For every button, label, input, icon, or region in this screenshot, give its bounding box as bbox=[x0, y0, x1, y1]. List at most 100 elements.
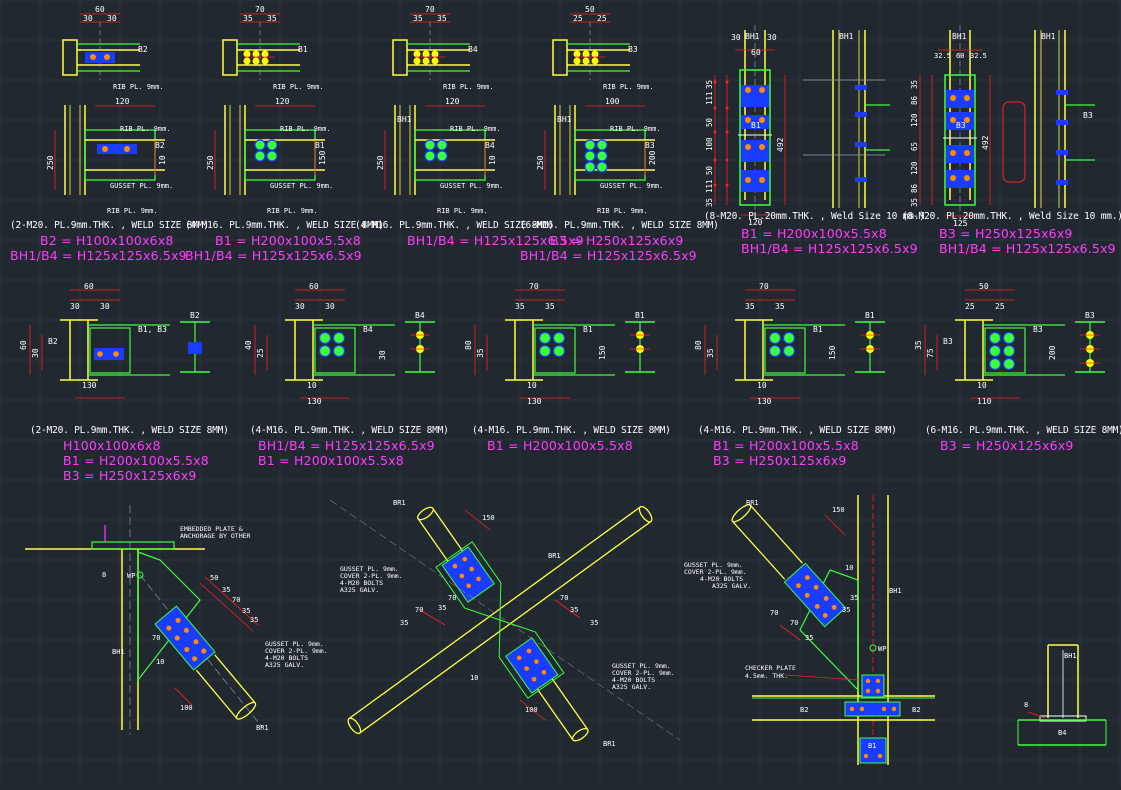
row2-detail-5-dim-side-2: 75 bbox=[926, 348, 935, 358]
row1-detail-4-spec-2: BH1/B4 = H125x125x6.5x9 bbox=[520, 248, 697, 263]
xbrace-dim-4: 35 bbox=[570, 606, 578, 614]
row2-detail-4-spec-2: B3 = H250x125x6x9 bbox=[713, 453, 847, 468]
splice2-top-dim-3: 32.5 bbox=[970, 52, 987, 60]
splice1-top-dim-2: 60 bbox=[751, 48, 761, 57]
row1-detail-4-elev-dim-width: 100 bbox=[605, 97, 620, 106]
colbrace-dim-7: 10 bbox=[845, 564, 853, 572]
row1-detail-3-dim-left: 35 bbox=[413, 14, 423, 23]
row2-detail-2-dim-depth: 30 bbox=[378, 350, 387, 360]
colbrace-dim-3: 70 bbox=[790, 619, 798, 627]
colbrace-dim-1: 150 bbox=[832, 506, 845, 514]
xbrace-gusset-2-line-2: COVER 2-PL. 9mm. bbox=[612, 669, 675, 677]
row2-detail-5-dim-side-1: 35 bbox=[914, 340, 923, 350]
row2-detail-4-dim-side-2: 35 bbox=[706, 348, 715, 358]
xbrace-dim-10: 35 bbox=[438, 604, 446, 612]
row2-detail-5-beam-label-2: B3 bbox=[943, 337, 953, 346]
row2-detail-1-caption: (2-M20. PL.9mm.THK. , WELD SIZE 8MM) bbox=[30, 425, 229, 436]
splice1-side-dim-7: 35 bbox=[705, 198, 714, 207]
splice2-side-dim-4: 65 bbox=[910, 142, 919, 151]
xbrace-gusset-1-line-4: A325 GALV. bbox=[340, 586, 379, 594]
row1-detail-1-spec-1: B2 = H100x100x6x8 bbox=[40, 233, 174, 248]
row1-detail-2-elev-note-1: RIB PL. 9mm. bbox=[280, 125, 331, 133]
row1-detail-3-elev-beam: B4 bbox=[485, 141, 495, 150]
splice1-bottom-dim: 120 bbox=[748, 218, 763, 227]
row2-detail-2-spec-1: BH1/B4 = H125x125x6.5x9 bbox=[258, 438, 435, 453]
row2-detail-1-spec-3: B3 = H250x125x6x9 bbox=[63, 468, 197, 483]
row2-detail-2-dim-top: 60 bbox=[309, 282, 319, 291]
splice1-col-label: BH1 bbox=[745, 32, 760, 41]
embed-col-label: BH1 bbox=[112, 648, 125, 656]
row2-detail-5-dim-depth: 200 bbox=[1048, 345, 1057, 360]
colbrace-brace-label: BR1 bbox=[746, 499, 759, 507]
row1-detail-3-dim-total: 70 bbox=[425, 5, 435, 14]
row2-detail-4-dim-bottom-2: 130 bbox=[757, 397, 772, 406]
row2-detail-3-dim-right: 35 bbox=[545, 302, 555, 311]
xbrace-gusset-2-line-1: GUSSET PL. 9mm. bbox=[612, 662, 671, 670]
row2-detail-1-dim-left: 30 bbox=[70, 302, 80, 311]
xbrace-dim-8: 100 bbox=[525, 706, 538, 714]
colbrace-beam-left: B2 bbox=[800, 706, 808, 714]
row1-detail-2-elev-note-2: GUSSET PL. 9mm. bbox=[270, 182, 333, 190]
row1-detail-4-dim-left: 25 bbox=[573, 14, 583, 23]
row2-detail-3-dim-bottom-1: 10 bbox=[527, 381, 537, 390]
colbrace-gusset-line-3: 4-M20 BOLTS bbox=[700, 575, 743, 583]
row2-detail-4-dim-top: 70 bbox=[759, 282, 769, 291]
row1-detail-2-elev-dim-plate: 150 bbox=[318, 150, 327, 165]
row2-detail-2-dim-bottom-1: 10 bbox=[307, 381, 317, 390]
splice2-side-dim-2: 86 bbox=[910, 95, 919, 105]
splice1-side-dim-2: 111 bbox=[705, 91, 714, 105]
row1-detail-2-dim-total: 70 bbox=[255, 5, 265, 14]
row1-detail-2-spec-2: BH1/B4 = H125x125x6.5x9 bbox=[185, 248, 362, 263]
embed-wp-label: WP bbox=[127, 572, 135, 580]
splice2-col-label: BH1 bbox=[952, 32, 967, 41]
embed-dim-5: 35 bbox=[250, 616, 258, 624]
splice-2-spec-2: BH1/B4 = H125x125x6.5x9 bbox=[939, 241, 1116, 256]
base-weld-size: 8 bbox=[1024, 701, 1028, 709]
row1-detail-3-elev-dim-width: 120 bbox=[445, 97, 460, 106]
row2-detail-1-dim-side-2: 30 bbox=[31, 348, 40, 358]
row2-detail-4-spec-1: B1 = H200x100x5.5x8 bbox=[713, 438, 859, 453]
row1-detail-2-rib-note: RIB PL. 9mm. bbox=[273, 83, 324, 91]
x-brace-cross-detail: BR1 BR1 BR1 GUSSET PL. 9mm. COVER 2-PL. … bbox=[329, 499, 681, 748]
row2-detail-4-dim-bottom-1: 10 bbox=[757, 381, 767, 390]
row1-detail-2-dim-right: 35 bbox=[267, 14, 277, 23]
row1-detail-4-dim-right: 25 bbox=[597, 14, 607, 23]
row2-detail-2-dim-bottom-2: 130 bbox=[307, 397, 322, 406]
row2-detail-5-beam-label: B3 bbox=[1033, 325, 1043, 334]
row1-detail-1-dim-total: 60 bbox=[95, 5, 105, 14]
row2-detail-3-dim-side-2: 35 bbox=[476, 348, 485, 358]
row1-detail-4-spec-1: B3 = H250x125x6x9 bbox=[550, 233, 684, 248]
row2-detail-5-dim-left: 25 bbox=[965, 302, 975, 311]
row1-detail-1-dim-right: 30 bbox=[107, 14, 117, 23]
row2-detail-2-dim-left: 30 bbox=[295, 302, 305, 311]
splice2-side-dim-3: 120 bbox=[910, 113, 919, 127]
row1-detail-3-beam-label: B4 bbox=[468, 45, 478, 54]
row2-detail-1-beam-label: B1, B3 bbox=[138, 325, 167, 334]
splice-2-spec-1: B3 = H250x125x6x9 bbox=[939, 226, 1073, 241]
splice2-bottom-dim: 125 bbox=[953, 219, 968, 228]
row2-detail-4-dim-right: 35 bbox=[775, 302, 785, 311]
splice2-side-dim-6: 86 bbox=[910, 183, 919, 193]
xbrace-dim-7: 10 bbox=[470, 674, 478, 682]
row2-detail-5-dim-top: 50 bbox=[979, 282, 989, 291]
splice1-top-dim-3: 30 bbox=[767, 33, 777, 42]
row2-detail-3-caption: (4-M16. PL.9mm.THK. , WELD SIZE 8MM) bbox=[472, 425, 671, 436]
splice1-side-dim-1: 35 bbox=[705, 80, 714, 89]
row1-detail-1-elev-note-2: GUSSET PL. 9mm. bbox=[110, 182, 173, 190]
splice2-top-dim-2: 60 bbox=[956, 52, 964, 60]
row1-detail-3-spec-1: BH1/B4 = H125x125x6.5x9 bbox=[407, 233, 584, 248]
row2-detail-3-beam-label: B1 bbox=[583, 325, 593, 334]
embedded-plate-brace-detail: WP BH1 BR1 EMBEDDED PLATE & ANCHORAGE BY… bbox=[25, 505, 328, 735]
row2-detail-3-spec-1: B1 = H200x100x5.5x8 bbox=[487, 438, 633, 453]
row2-detail-4-dim-side-1: 80 bbox=[694, 340, 703, 350]
row1-detail-4-elev-note-3: RIB PL. 9mm. bbox=[597, 207, 648, 215]
splice2-side-dim-5: 120 bbox=[910, 161, 919, 175]
row1-detail-4-beam-label: B3 bbox=[628, 45, 638, 54]
row1-detail-2-elev-note-3: RIB PL. 9mm. bbox=[267, 207, 318, 215]
row1-detail-4-elev-note-2: GUSSET PL. 9mm. bbox=[600, 182, 663, 190]
row2-detail-5-dim-bottom-2: 110 bbox=[977, 397, 992, 406]
base-beam-label: B4 bbox=[1058, 729, 1066, 737]
